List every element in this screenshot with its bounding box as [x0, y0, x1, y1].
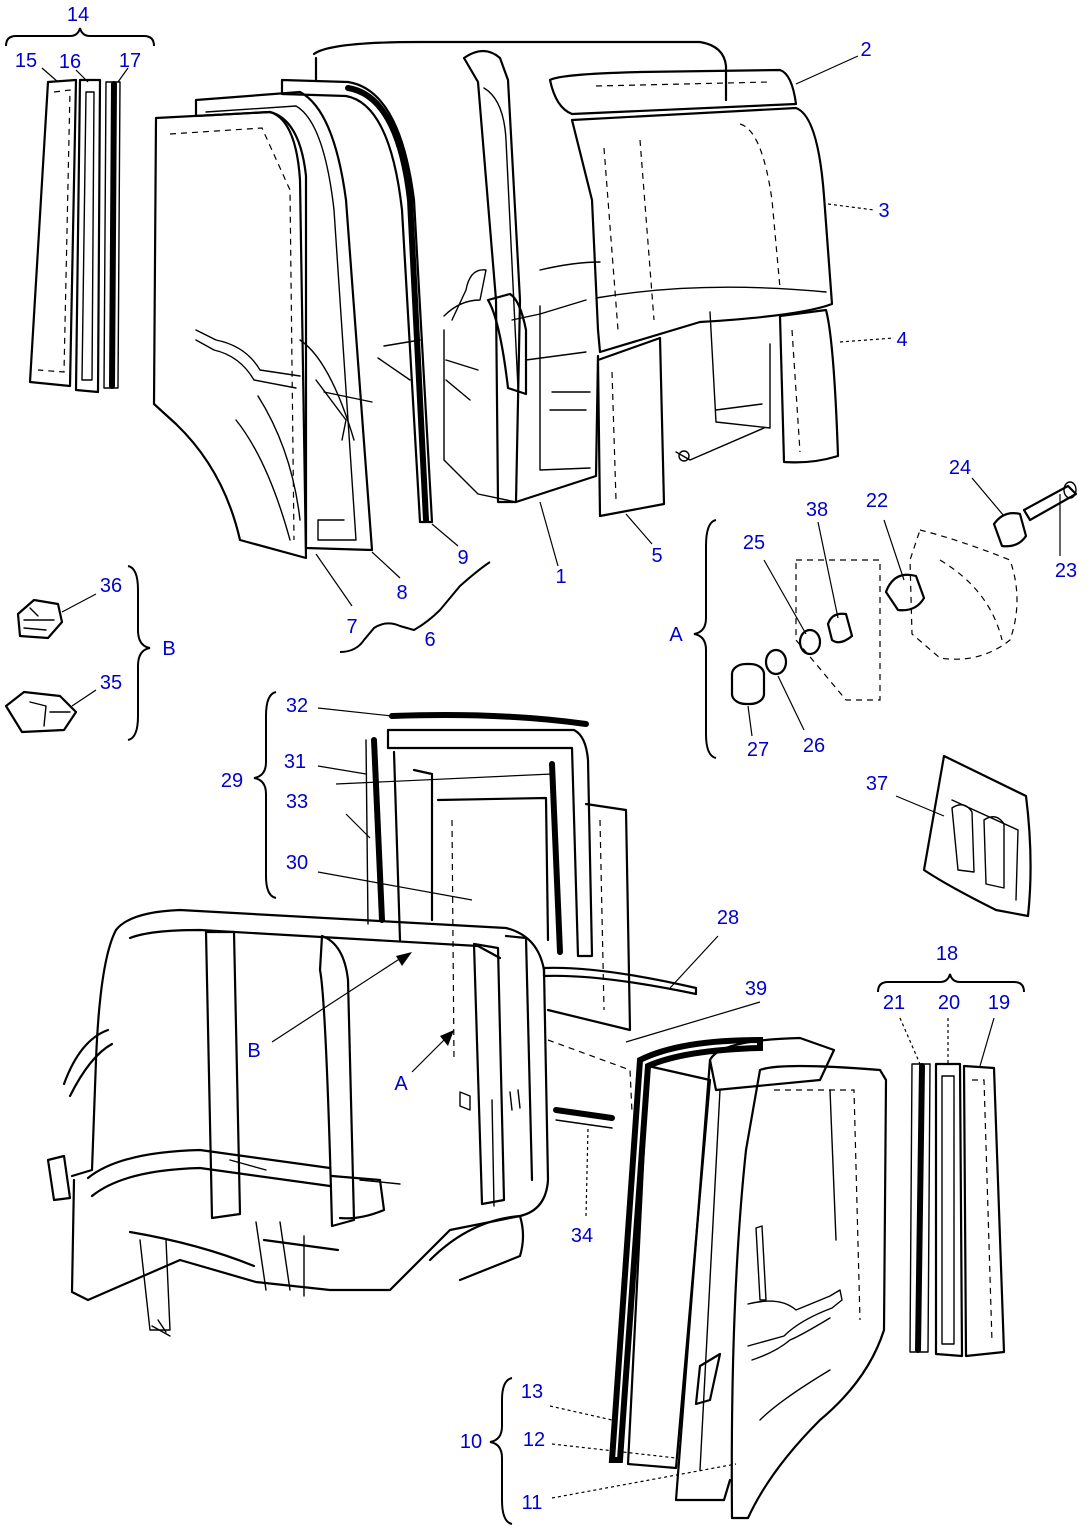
callout-30: 30 [286, 852, 308, 874]
part-22-mount [884, 573, 926, 612]
callout-36: 36 [100, 575, 122, 597]
callout-25: 25 [743, 532, 765, 554]
callout-24: 24 [949, 457, 971, 479]
callout-a-group: A [669, 624, 683, 646]
callout-1: 1 [555, 566, 566, 588]
part-31-seal [371, 737, 385, 923]
part-group-29-rear-window [253, 691, 632, 1061]
callout-19: 19 [988, 992, 1010, 1014]
callout-29: 29 [221, 770, 243, 792]
part-15-glass [28, 78, 78, 388]
part-5-lower-front-glass [596, 336, 666, 545]
part-35-clip [4, 690, 78, 734]
callout-7: 7 [346, 616, 357, 638]
part-26-washer [764, 648, 788, 676]
part-20-seal [934, 1062, 964, 1358]
part-24-nut [992, 512, 1028, 548]
part-group-18-side-glass [877, 973, 1025, 1358]
arrow-a [411, 1030, 454, 1073]
part-12-door-frame [708, 1036, 836, 1092]
callout-4: 4 [896, 329, 907, 351]
part-34-strip [553, 1107, 615, 1217]
callout-11: 11 [522, 1492, 543, 1514]
part-37-bracket [895, 754, 1032, 918]
callout-33: 33 [286, 791, 308, 813]
callout-a-arrow: A [394, 1073, 408, 1095]
part-30-rear-glass [436, 796, 550, 942]
part-group-14-side-glass [5, 27, 155, 394]
part-21-rubber [915, 1063, 925, 1353]
callout-16: 16 [59, 51, 81, 73]
callout-37: 37 [866, 773, 888, 795]
callout-labels: 14 15 16 17 2 3 4 1 5 6 7 8 9 36 35 B A … [15, 4, 1077, 1514]
part-28-strip [542, 935, 719, 996]
part-36-clip [16, 598, 64, 640]
callout-10: 10 [460, 1431, 482, 1453]
part-7-door-glass [152, 110, 308, 560]
callout-39: 39 [745, 978, 767, 1000]
cab-assembly-lower [46, 908, 633, 1337]
part-17-rubber [109, 81, 117, 389]
part-2-top-glass [548, 55, 859, 116]
callout-9: 9 [457, 547, 468, 569]
callout-23: 23 [1055, 560, 1077, 582]
part-4-lower-side-glass [778, 308, 895, 464]
arrow-b [271, 952, 412, 1043]
part-33-seal [549, 761, 563, 955]
callout-5: 5 [651, 545, 662, 567]
callout-26: 26 [803, 735, 825, 757]
callout-28: 28 [717, 907, 739, 929]
callout-22: 22 [866, 490, 888, 512]
part-16-seal [74, 78, 102, 394]
part-group-6-door [152, 78, 491, 653]
part-38-bushing [826, 612, 854, 644]
part-32-seal [389, 712, 589, 727]
part-1-cab-body [312, 40, 771, 567]
part-group-b-clips [4, 565, 151, 741]
part-25-washer [798, 628, 822, 656]
callout-18: 18 [936, 943, 958, 965]
callout-13: 13 [521, 1381, 543, 1403]
part-8-door-frame [194, 90, 374, 552]
callout-34: 34 [571, 1225, 593, 1247]
callout-27: 27 [747, 739, 769, 761]
part-group-a-mount [693, 477, 1078, 759]
part-19-glass [962, 1064, 1006, 1358]
part-23-bolt [1022, 484, 1078, 522]
callout-15: 15 [15, 50, 37, 72]
callout-31: 31 [284, 751, 306, 773]
part-group-10-door [489, 1036, 888, 1525]
part-13-seal [608, 1036, 763, 1463]
callout-8: 8 [396, 582, 407, 604]
callout-35: 35 [100, 672, 122, 694]
callout-b-group: B [162, 638, 175, 660]
part-27-bushing [730, 662, 766, 706]
callout-14: 14 [67, 4, 89, 26]
callout-3: 3 [878, 200, 889, 222]
part-3-windscreen [570, 106, 875, 354]
callout-17: 17 [119, 50, 141, 72]
callout-b-arrow: B [247, 1040, 260, 1062]
part-39-seal [625, 1001, 761, 1043]
callout-6: 6 [424, 629, 435, 651]
callout-21: 21 [883, 992, 905, 1014]
callout-38: 38 [806, 499, 828, 521]
callout-12: 12 [523, 1429, 545, 1451]
callout-32: 32 [286, 695, 308, 717]
callout-20: 20 [938, 992, 960, 1014]
part-11-door-glass [730, 1064, 888, 1520]
callout-2: 2 [860, 39, 871, 61]
